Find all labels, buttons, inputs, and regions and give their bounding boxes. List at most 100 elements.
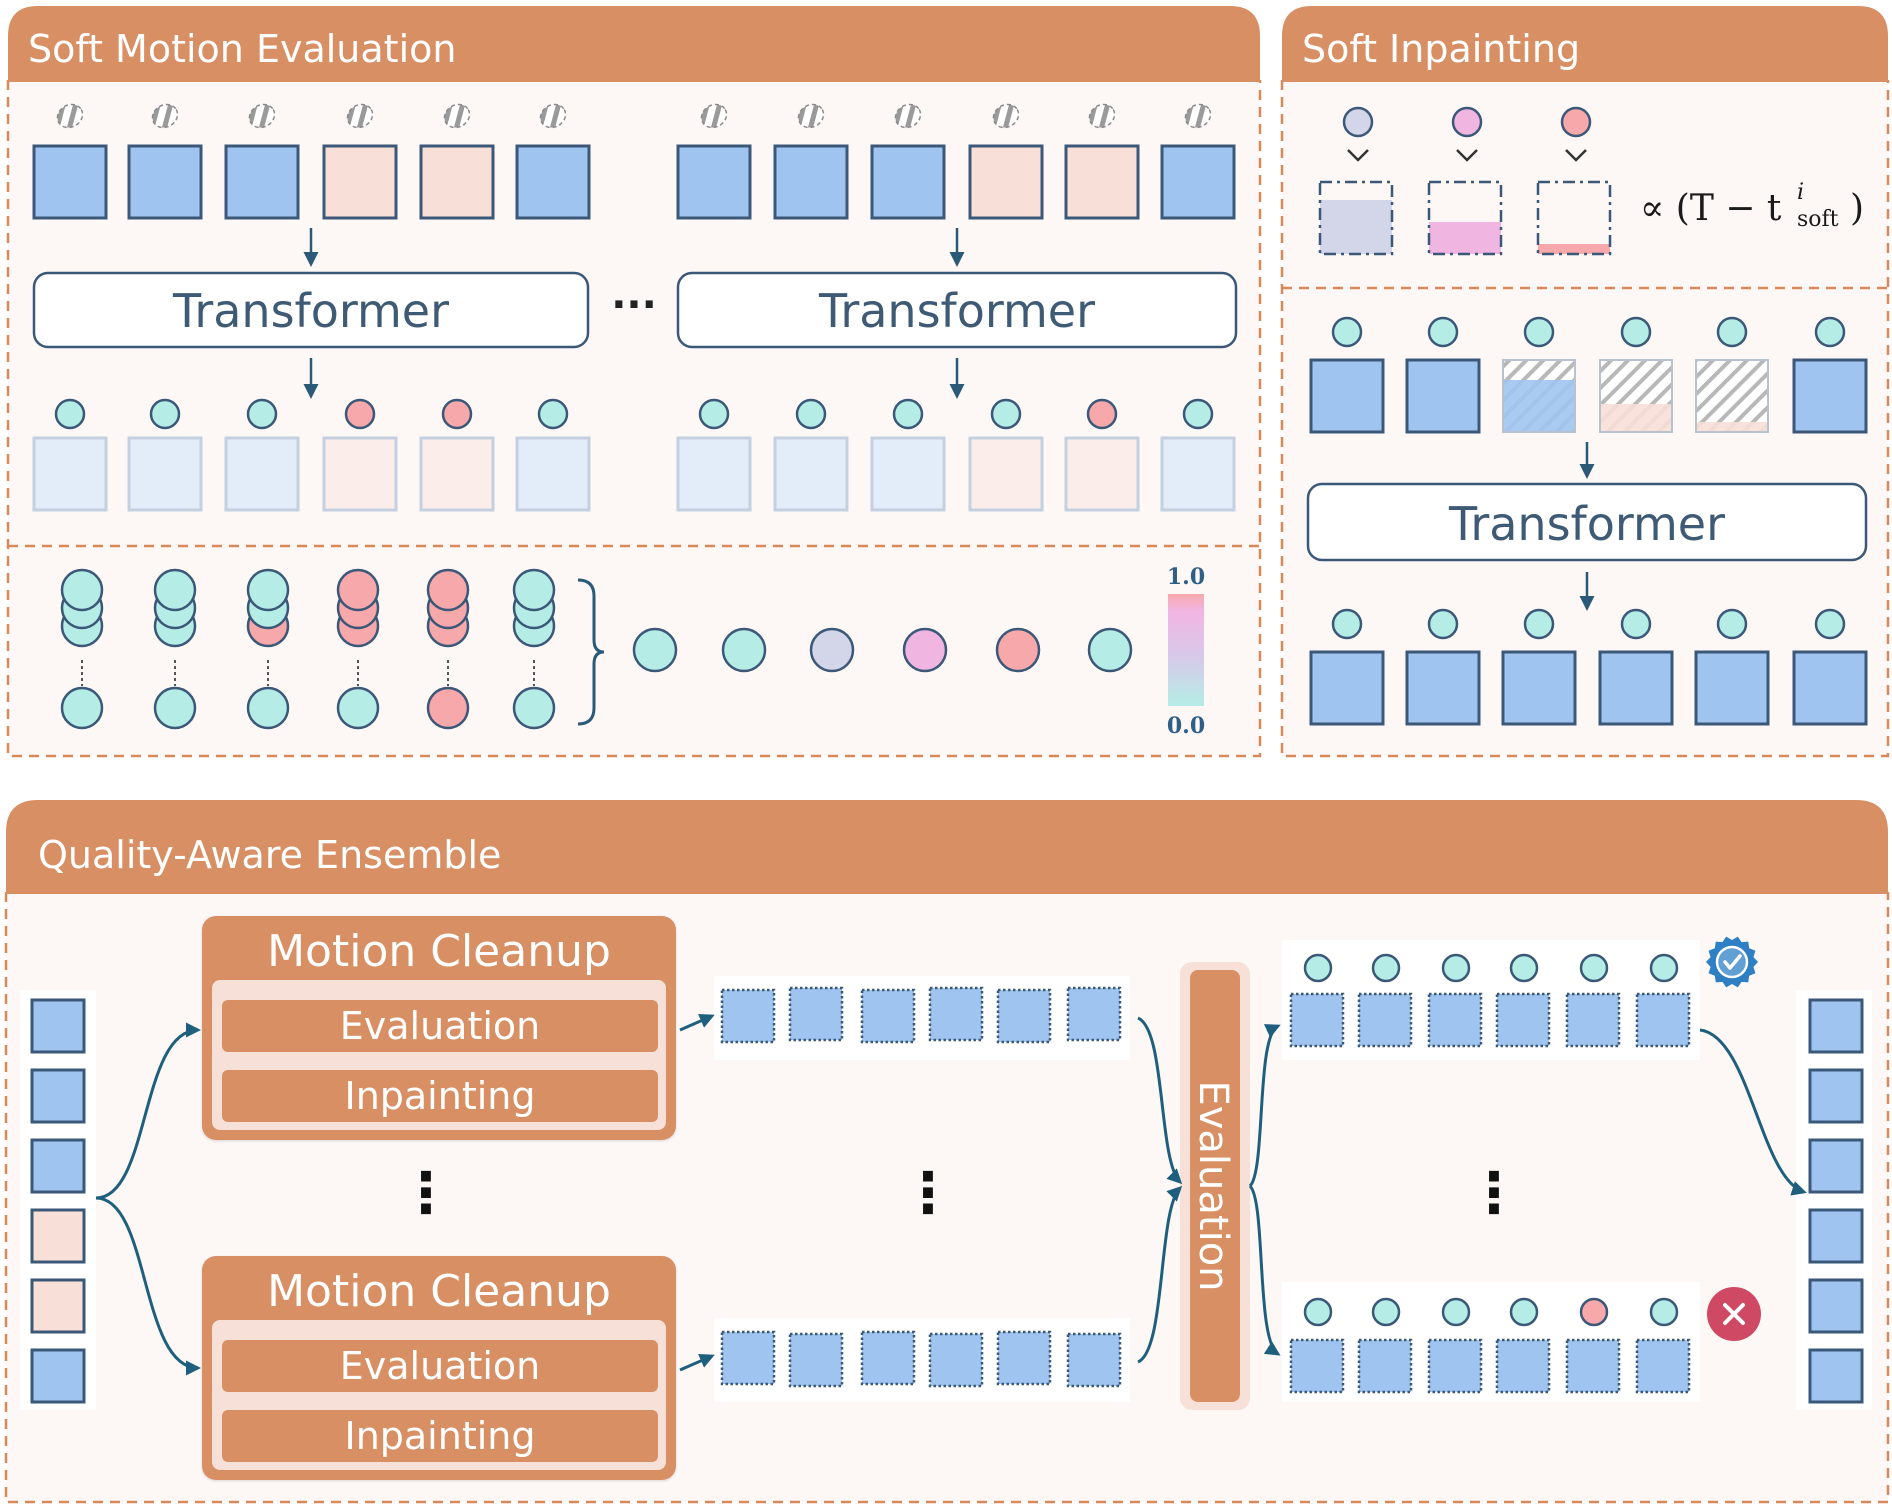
formula-superscript: i bbox=[1797, 180, 1804, 205]
soft-motion-evaluation-panel: Soft Motion Evaluation Transformer Trans… bbox=[6, 6, 1262, 758]
frame-block bbox=[1405, 358, 1481, 434]
input-sequence-block bbox=[30, 998, 86, 1054]
scored-token bbox=[1509, 953, 1539, 983]
candidate-block bbox=[860, 1330, 916, 1386]
vertical-ellipsis-cleanup: ⋮ bbox=[398, 1161, 454, 1226]
candidate-block bbox=[720, 1330, 776, 1386]
candidate-block bbox=[928, 986, 984, 1042]
result-frame-block bbox=[1309, 650, 1385, 726]
formula-close: ) bbox=[1850, 188, 1864, 229]
output-frame-block bbox=[515, 436, 591, 512]
output-column-bg bbox=[1796, 990, 1872, 1410]
context-token bbox=[1331, 316, 1363, 348]
soft-inpainting-content bbox=[1309, 106, 1868, 726]
horizontal-ellipsis: ··· bbox=[611, 282, 657, 328]
masked-token-icon bbox=[797, 103, 825, 129]
aggregated-score-token bbox=[995, 627, 1041, 673]
aggregation-brace bbox=[577, 578, 605, 726]
input-frame-block bbox=[419, 144, 495, 220]
scored-block bbox=[1635, 992, 1691, 1048]
frame-block bbox=[1309, 358, 1385, 434]
masked-token-icon bbox=[151, 103, 179, 129]
input-sequence-block bbox=[30, 1138, 86, 1194]
context-token bbox=[1523, 316, 1555, 348]
ensemble-evaluation-bar: Evaluation bbox=[1180, 962, 1250, 1410]
result-frame-block bbox=[1792, 650, 1868, 726]
arrow-input-to-cleanup-bottom bbox=[95, 1196, 201, 1376]
inpainting-step-label-bottom: Inpainting bbox=[344, 1414, 535, 1458]
result-frame-block bbox=[1405, 650, 1481, 726]
scored-token bbox=[1371, 1297, 1401, 1327]
context-token bbox=[1814, 316, 1846, 348]
input-sequence-block bbox=[30, 1278, 86, 1334]
stacked-token bbox=[512, 568, 556, 612]
inpainted-fill bbox=[1600, 404, 1672, 432]
masked-token-shape bbox=[992, 103, 1020, 129]
scored-block bbox=[1565, 1338, 1621, 1394]
candidate-block bbox=[996, 988, 1052, 1044]
formula-subscript: soft bbox=[1797, 207, 1839, 232]
input-frame-block bbox=[32, 144, 108, 220]
input-frame-block bbox=[676, 144, 752, 220]
stacked-token bbox=[336, 686, 380, 730]
aggregated-score-token bbox=[809, 627, 855, 673]
masked-token-shape bbox=[443, 103, 471, 129]
scored-token bbox=[1579, 1297, 1609, 1327]
candidate-block bbox=[860, 988, 916, 1044]
candidate-block bbox=[996, 1330, 1052, 1386]
stacked-token bbox=[246, 568, 290, 612]
output-frame-block bbox=[1160, 436, 1236, 512]
evaluation-step-top bbox=[222, 1000, 658, 1052]
svg-text:∝ (T − t: ∝ (T − t bbox=[1640, 188, 1782, 229]
input-frame-block bbox=[1064, 144, 1140, 220]
masked-token-shape bbox=[1184, 103, 1212, 129]
scored-block bbox=[1357, 1338, 1413, 1394]
output-sequence-block bbox=[1808, 1278, 1864, 1334]
flow-arrows bbox=[95, 1013, 1807, 1376]
result-frame-block bbox=[1598, 650, 1674, 726]
scored-token bbox=[1371, 953, 1401, 983]
stacked-token bbox=[512, 686, 556, 730]
transformer-label-right: Transformer bbox=[818, 284, 1095, 338]
soft-mask-fill bbox=[1429, 222, 1501, 254]
scored-block bbox=[1427, 992, 1483, 1048]
quality-aware-ensemble-header bbox=[6, 800, 1888, 894]
motion-cleanup-title-bottom: Motion Cleanup bbox=[267, 1266, 611, 1317]
inpainted-fill bbox=[1696, 422, 1768, 432]
input-frame-block bbox=[515, 144, 591, 220]
masked-token-icon bbox=[894, 103, 922, 129]
transformer-box-inpainting bbox=[1306, 482, 1868, 562]
output-frame-block bbox=[1064, 436, 1140, 512]
scored-block bbox=[1289, 992, 1345, 1048]
result-token bbox=[1814, 608, 1846, 640]
output-frame-block bbox=[127, 436, 203, 512]
motion-cleanup-module-top: Motion Cleanup Evaluation Inpainting bbox=[202, 916, 676, 1140]
scored-token bbox=[1441, 953, 1471, 983]
output-frame-block bbox=[676, 436, 752, 512]
input-frame-block bbox=[322, 144, 398, 220]
stacked-token bbox=[153, 686, 197, 730]
context-token bbox=[1716, 316, 1748, 348]
scored-block bbox=[1427, 1338, 1483, 1394]
scored-token bbox=[1303, 1297, 1333, 1327]
score-token bbox=[1451, 106, 1483, 138]
scored-token bbox=[1579, 953, 1609, 983]
input-sequence-block bbox=[30, 1068, 86, 1124]
input-frame-block bbox=[968, 144, 1044, 220]
soft-mask-frame bbox=[1318, 180, 1394, 256]
soft-mask-fill bbox=[1320, 200, 1392, 254]
masked-token-shape bbox=[346, 103, 374, 129]
output-token bbox=[1086, 398, 1118, 430]
result-token bbox=[1620, 608, 1652, 640]
transformer-box-right bbox=[676, 271, 1238, 349]
stacked-token bbox=[153, 568, 197, 612]
candidate-row-bg-bottom bbox=[714, 1318, 1130, 1402]
soft-motion-evaluation-header bbox=[8, 6, 1260, 82]
token-aggregation-row bbox=[60, 568, 1133, 730]
scored-row-bg-top bbox=[1282, 940, 1700, 1060]
candidate-block bbox=[720, 988, 776, 1044]
transformer-box-left bbox=[32, 271, 590, 349]
output-token bbox=[892, 398, 924, 430]
input-frame-block bbox=[773, 144, 849, 220]
